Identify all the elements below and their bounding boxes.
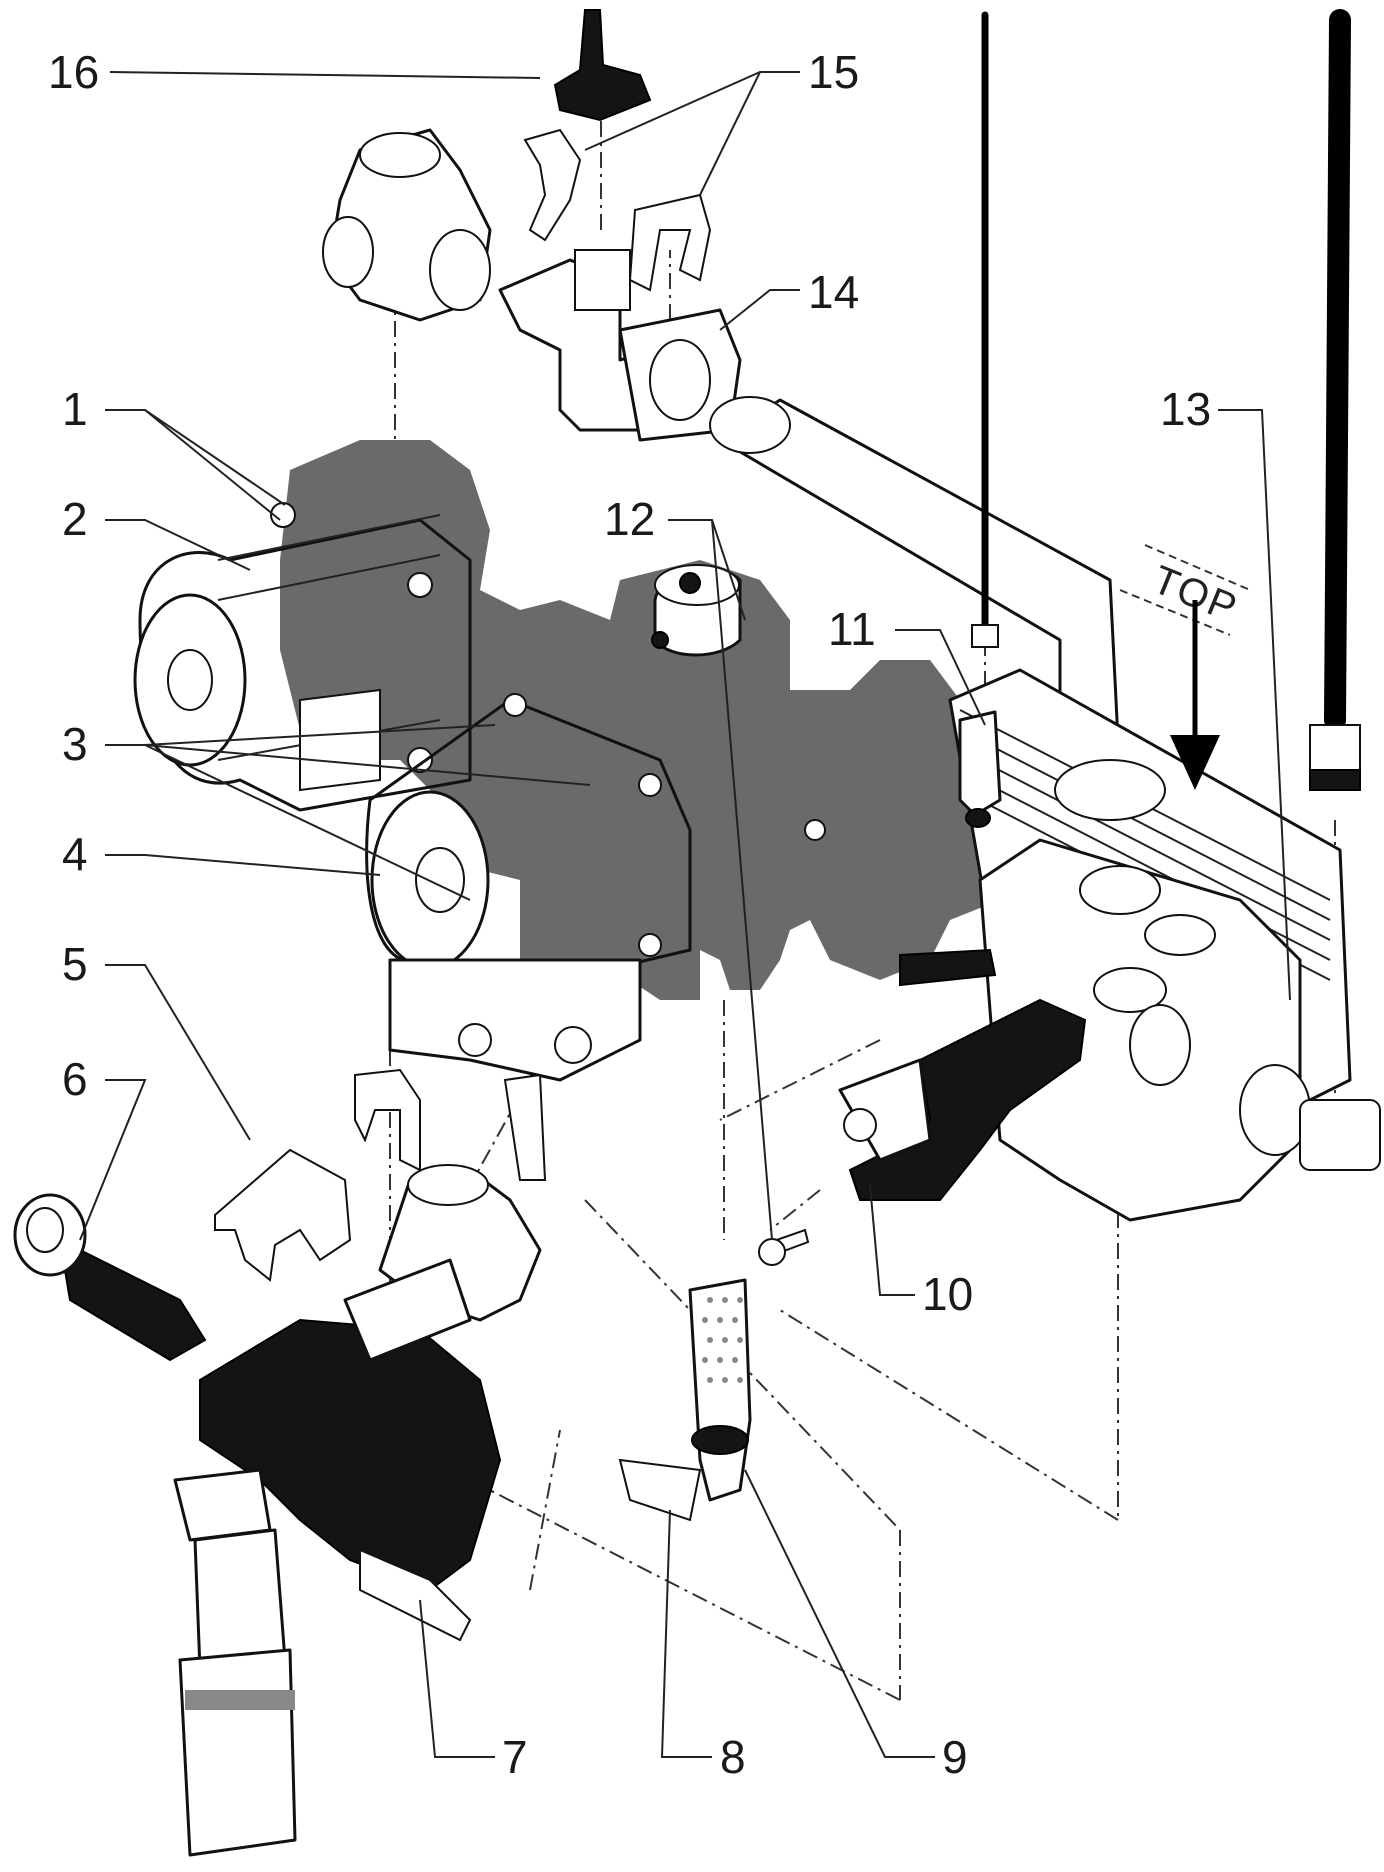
callout-13: 13 <box>1160 383 1211 435</box>
callout-labels: 16 15 14 13 1 2 12 11 3 4 5 6 10 7 8 9 <box>48 46 1211 1783</box>
callout-9: 9 <box>942 1731 968 1783</box>
hydraulic-block <box>978 838 1381 1222</box>
clip-7 <box>359 1548 472 1642</box>
callout-4: 4 <box>62 828 88 880</box>
diverter-valve-10 <box>838 948 1087 1201</box>
valve-knob-16 <box>553 9 652 122</box>
callout-1: 1 <box>62 383 88 435</box>
sensor-cable-thick <box>1309 9 1361 791</box>
callout-leaders <box>79 71 1291 1758</box>
valve-14 <box>498 249 742 442</box>
callout-5: 5 <box>62 938 88 990</box>
filling-valve-assembly <box>173 1164 542 1857</box>
hose-6 <box>13 1193 207 1362</box>
sensor-11 <box>958 710 1002 828</box>
callout-11: 11 <box>828 603 876 655</box>
manifold-body-shadow <box>280 440 1000 1000</box>
callout-6: 6 <box>62 1053 88 1105</box>
callout-10: 10 <box>922 1268 973 1320</box>
callout-3: 3 <box>62 718 88 770</box>
callout-15: 15 <box>808 46 859 98</box>
cross-fitting <box>322 128 492 322</box>
callout-14: 14 <box>808 266 859 318</box>
callout-16: 16 <box>48 46 99 98</box>
clip-15 <box>523 128 712 292</box>
callout-8: 8 <box>720 1731 746 1783</box>
clips-pump <box>354 1068 547 1181</box>
strainer-filter <box>618 1278 752 1522</box>
clip-5 <box>214 1148 352 1282</box>
pump-lower <box>365 693 692 1082</box>
callout-12: 12 <box>604 493 655 545</box>
callout-2: 2 <box>62 493 88 545</box>
sensor-cable-thin <box>971 11 999 648</box>
small-screw <box>758 1228 810 1266</box>
callout-7: 7 <box>502 1731 528 1783</box>
